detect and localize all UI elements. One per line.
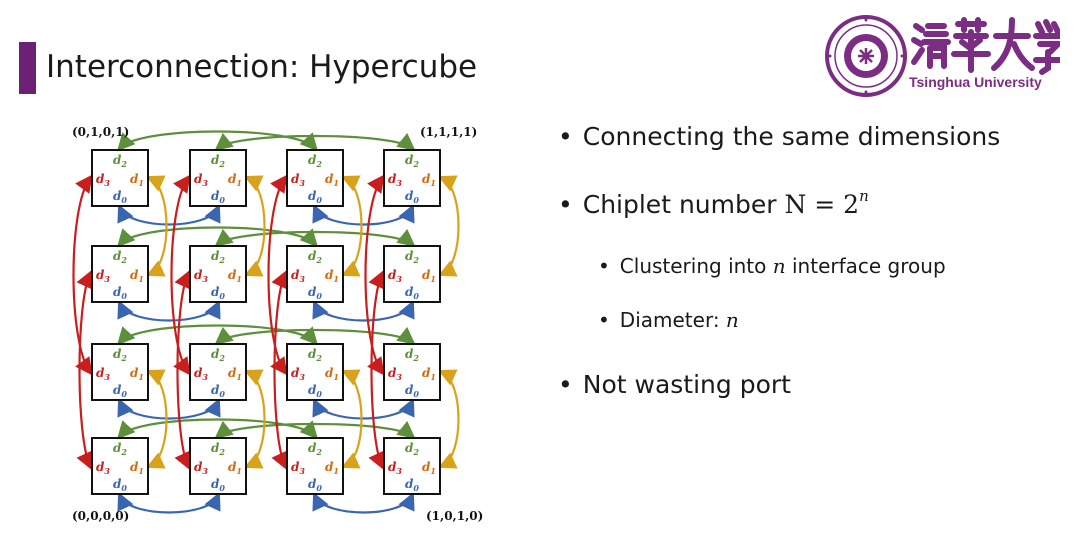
link-d3 [174,270,191,470]
seal-icon [825,15,907,97]
bullet-dot-icon: • [558,122,573,151]
corner-label-top-left: (0,1,0,1) [72,125,129,139]
link-d1 [145,369,168,469]
link-d1 [145,175,168,277]
slide-title: Interconnection: Hypercube [46,49,478,85]
corner-label-bottom-left: (0,0,0,0) [72,509,129,523]
link-d3 [368,270,385,470]
link-d0 [312,203,415,226]
bullet-dot-icon: • [598,308,610,332]
link-d2 [214,326,416,345]
calligraphy-logotype [911,17,1060,75]
link-d3 [72,174,93,376]
bullet-item-1: •Connecting the same dimensions [558,122,1001,151]
link-d2 [117,226,318,248]
bullet-dot-icon: • [558,190,573,219]
link-d0 [312,491,415,514]
link-d1 [243,175,266,277]
link-d0 [117,491,221,514]
bullet-subitem-2: •Diameter: n [598,308,739,332]
link-d2 [214,228,416,247]
link-d3 [76,270,93,470]
link-d2 [117,324,318,346]
link-d1 [340,175,363,277]
link-d0 [312,299,415,322]
corner-label-bottom-right: (1,0,1,0) [426,509,483,523]
bullet-dot-icon: • [558,370,573,399]
link-d0 [312,397,415,420]
bullet-subitem-1: •Clustering into n interface group [598,254,946,278]
link-layer [72,130,460,514]
link-d1 [437,369,460,469]
bullet-dot-icon: • [598,254,610,278]
link-d3 [267,174,288,376]
link-d0 [117,299,221,322]
link-d3 [364,174,385,376]
link-d0 [117,397,221,420]
link-d1 [437,175,460,277]
link-d1 [243,369,266,469]
bullet-item-2: •Chiplet number N = 2n [558,187,869,220]
link-d2 [117,130,318,152]
bullet-item-3: •Not wasting port [558,370,791,399]
link-d3 [170,174,191,376]
link-d2 [117,418,318,440]
corner-label-top-right: (1,1,1,1) [420,125,477,139]
link-d1 [340,369,363,469]
tsinghua-logo [825,15,1060,97]
title-accent-bar [19,42,36,94]
link-d2 [214,132,416,151]
link-d3 [271,270,288,470]
link-d0 [117,203,221,226]
logo-caption: Tsinghua University [909,74,1042,90]
link-d2 [214,420,416,439]
